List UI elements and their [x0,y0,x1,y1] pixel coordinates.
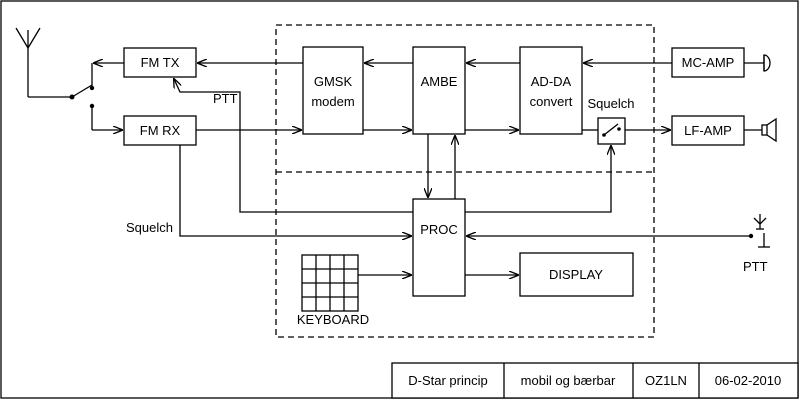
proc-label: PROC [420,222,458,237]
ad-da-convert-block [519,46,583,135]
proc-block [412,198,466,297]
ptt-key-icon [748,214,770,248]
title-block-author: OZ1LN [645,373,687,388]
mc-amp-block [671,47,745,78]
ambe-block [412,46,466,135]
fm-rx-block [123,115,197,146]
ptt-tx-label: PTT [213,91,238,106]
speaker-icon [744,117,777,143]
ambe-label: AMBE [421,74,458,89]
title-block-title: D-Star princip [408,373,487,388]
title-block [391,362,799,399]
title-block-subtitle: mobil og bærbar [521,373,616,388]
lf-amp-block [671,115,745,146]
ptt-key-label: PTT [743,259,768,274]
display-label: DISPLAY [549,267,603,282]
adda-label-line1: AD-DA [531,74,572,89]
squelch-rx-label: Squelch [126,220,173,235]
gmsk-label-line2: modem [311,94,354,109]
antenna-icon [15,27,41,97]
proc-to-squelch-switch [465,146,611,213]
display-block [519,252,634,297]
fm-rx-label: FM RX [140,123,181,138]
proc-ptt-to-fm-tx [174,79,413,213]
squelch-switch-block [597,117,626,145]
mc-amp-label: MC-AMP [682,55,735,70]
gmsk-label-line1: GMSK [314,74,353,89]
antenna-switch-icon [28,63,95,130]
adda-label-line2: convert [530,94,573,109]
lf-amp-label: LF-AMP [684,123,732,138]
gmsk-modem-block [302,46,364,135]
squelch-switch-icon [602,123,621,137]
keyboard-grid-icon [301,254,359,312]
fm-rx-squelch-to-proc [179,145,411,236]
fm-tx-label: FM TX [141,55,180,70]
digital-section-enclosure [275,24,655,338]
microphone-icon [744,54,771,72]
keyboard-label: KEYBOARD [297,312,369,327]
title-block-date: 06-02-2010 [715,373,782,388]
fm-tx-block [123,47,197,78]
squelch-switch-label: Squelch [588,96,635,111]
